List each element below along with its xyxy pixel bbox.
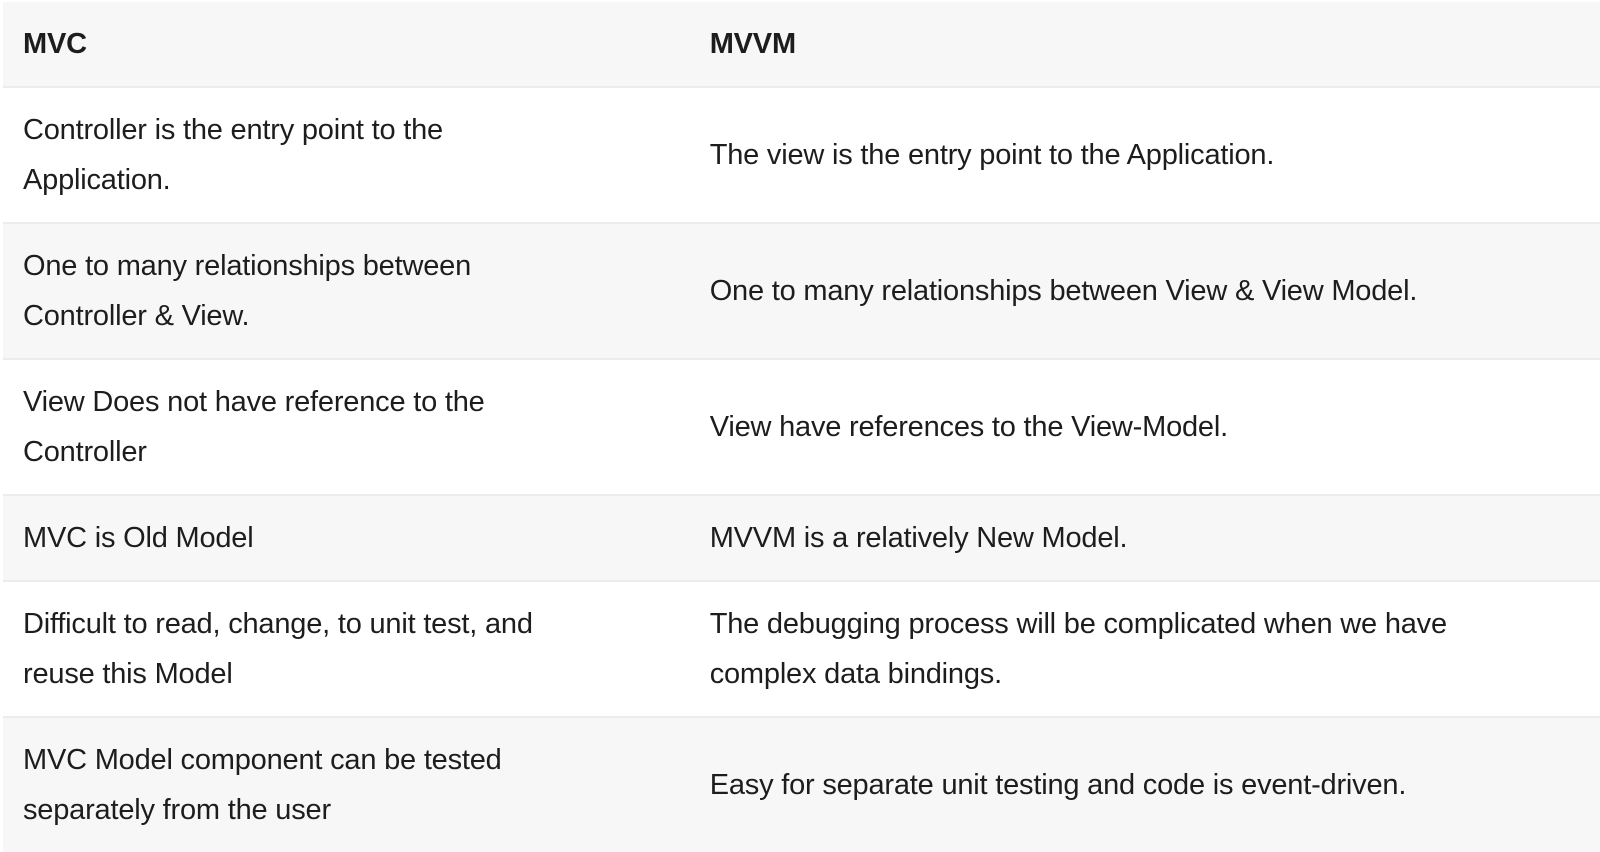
table-row: One to many relationships between Contro… bbox=[3, 222, 1600, 359]
column-header-mvc: MVC bbox=[3, 2, 690, 87]
table-header: MVC MVVM bbox=[3, 2, 1600, 87]
cell-mvc: MVC is Old Model bbox=[3, 494, 690, 581]
table-row: View Does not have reference to the Cont… bbox=[3, 358, 1600, 495]
cell-mvc: Difficult to read, change, to unit test,… bbox=[3, 580, 690, 717]
header-row: MVC MVVM bbox=[3, 2, 1600, 87]
cell-mvvm: View have references to the View-Model. bbox=[689, 358, 1600, 495]
table-row: MVC is Old Model MVVM is a relatively Ne… bbox=[3, 494, 1600, 581]
table-row: Controller is the entry point to the App… bbox=[3, 86, 1600, 223]
cell-mvc: View Does not have reference to the Cont… bbox=[3, 358, 690, 495]
cell-mvvm: The view is the entry point to the Appli… bbox=[689, 86, 1600, 223]
table-row: Difficult to read, change, to unit test,… bbox=[3, 580, 1600, 717]
table-body: Controller is the entry point to the App… bbox=[3, 86, 1600, 852]
table-row: MVC Model component can be tested separa… bbox=[3, 716, 1600, 852]
cell-mvvm: Easy for separate unit testing and code … bbox=[689, 716, 1600, 852]
cell-mvc: MVC Model component can be tested separa… bbox=[3, 716, 690, 852]
cell-mvc: Controller is the entry point to the App… bbox=[3, 86, 690, 223]
cell-mvc: One to many relationships between Contro… bbox=[3, 222, 690, 359]
column-header-mvvm: MVVM bbox=[689, 2, 1600, 87]
mvc-mvvm-comparison-table: MVC MVVM Controller is the entry point t… bbox=[3, 2, 1600, 852]
cell-mvvm: MVVM is a relatively New Model. bbox=[689, 494, 1600, 581]
cell-mvvm: The debugging process will be complicate… bbox=[689, 580, 1600, 717]
cell-mvvm: One to many relationships between View &… bbox=[689, 222, 1600, 359]
